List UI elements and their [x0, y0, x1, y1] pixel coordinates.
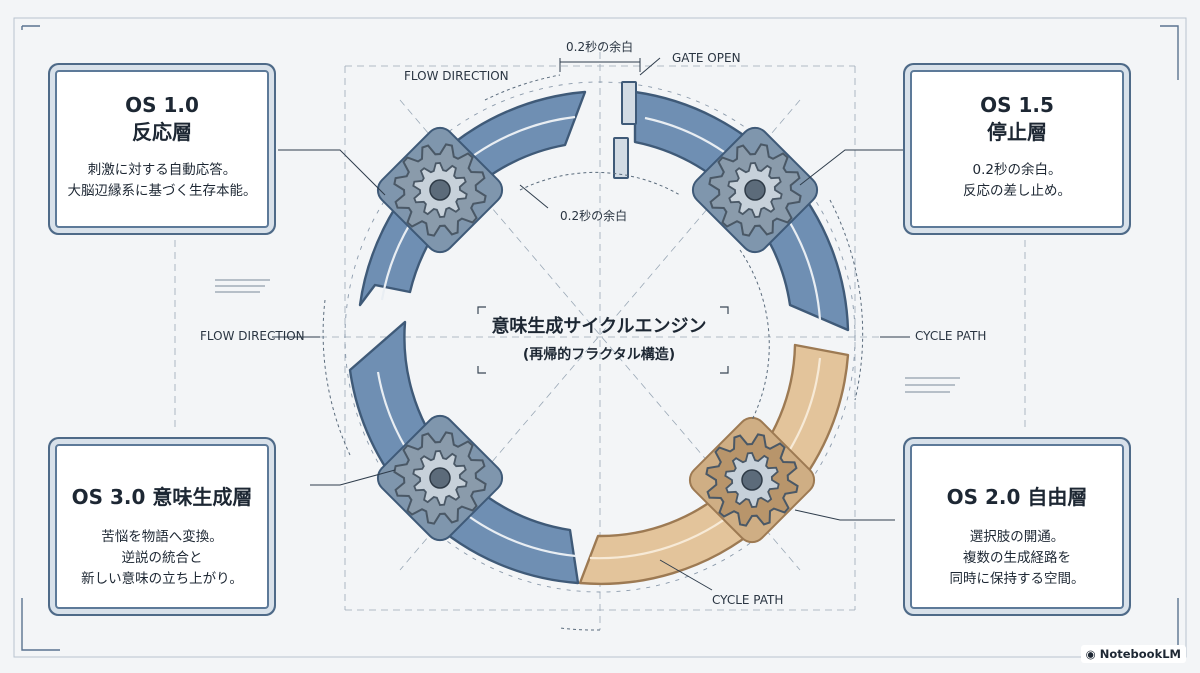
gears [376, 126, 819, 544]
panel-os20-desc: 選択肢の開通。 複数の生成経路を 同時に保持する空間。 [912, 527, 1122, 590]
panel-os10-subtitle: 反応層 [132, 120, 192, 144]
notebooklm-logo: ◉ NotebookLM [1080, 645, 1186, 663]
label-flow-left: FLOW DIRECTION [200, 329, 305, 343]
center-box-frame [477, 306, 729, 374]
panel-os15-desc: 0.2秒の余白。 反応の差し止め。 [912, 160, 1122, 202]
label-flow-top: FLOW DIRECTION [404, 69, 509, 83]
center-title-box: 意味生成サイクルエンジン (再帰的フラクタル構造) [472, 303, 726, 375]
gear-os15-icon [691, 126, 819, 254]
panel-os10-desc: 刺激に対する自動応答。 大脳辺縁系に基づく生存本能。 [57, 160, 267, 202]
panel-os30-title: OS 3.0 意味生成層 [71, 485, 253, 509]
label-gap-top: 0.2秒の余白 [566, 40, 634, 54]
label-cycle-right: CYCLE PATH [915, 329, 987, 343]
guide-circle [344, 81, 856, 593]
notebooklm-icon: ◉ [1085, 647, 1096, 661]
panel-os15-title: OS 1.5 [980, 93, 1054, 117]
panel-os10-desc-line: 刺激に対する自動応答。 [87, 162, 237, 178]
panel-os20: OS 2.0 自由層 選択肢の開通。 複数の生成経路を 同時に保持する空間。 [910, 444, 1124, 609]
hatch-marks [215, 279, 960, 393]
panel-os20-desc-line: 同時に保持する空間。 [949, 571, 1085, 587]
leader-lines [272, 57, 920, 591]
label-cycle-bottom: CYCLE PATH [712, 593, 784, 607]
segment-os30 [348, 320, 580, 585]
panel-os30: OS 3.0 意味生成層 苦悩を物語へ変換。 逆説の統合と 新しい意味の立ち上が… [55, 444, 269, 609]
panel-os20-desc-line: 選択肢の開通。 [969, 529, 1065, 545]
panel-os10-title: OS 1.0 [125, 93, 199, 117]
center-title: 意味生成サイクルエンジン [491, 316, 707, 337]
flow-arrows [322, 74, 864, 631]
center-subtitle: (再帰的フラクタル構造) [522, 347, 676, 363]
panel-os15-subtitle: 停止層 [987, 120, 1047, 144]
panel-os20-title: OS 2.0 自由層 [946, 485, 1088, 509]
brand-label: NotebookLM [1099, 647, 1181, 661]
panel-os10-desc-line: 大脳辺縁系に基づく生存本能。 [67, 183, 257, 199]
panel-os30-desc: 苦悩を物語へ変換。 逆説の統合と 新しい意味の立ち上がり。 [57, 527, 267, 590]
panel-os30-desc-line: 逆説の統合と [121, 550, 203, 566]
panel-os30-desc-line: 新しい意味の立ち上がり。 [81, 571, 243, 587]
panel-os30-desc-line: 苦悩を物語へ変換。 [101, 529, 223, 545]
label-gate-open: GATE OPEN [672, 51, 741, 65]
panel-os10: OS 1.0 反応層 刺激に対する自動応答。 大脳辺縁系に基づく生存本能。 [55, 70, 269, 228]
label-gap-inner: 0.2秒の余白 [560, 209, 628, 223]
panel-os15: OS 1.5 停止層 0.2秒の余白。 反応の差し止め。 [910, 70, 1124, 228]
panel-os15-desc-line: 反応の差し止め。 [963, 183, 1071, 199]
panel-os15-desc-line: 0.2秒の余白。 [972, 162, 1062, 178]
gear-os30-icon [376, 414, 504, 542]
gear-os10-icon [376, 126, 504, 254]
gear-os20-icon [688, 416, 816, 544]
gate-piece [613, 81, 637, 179]
panel-os20-desc-line: 複数の生成経路を [963, 550, 1071, 566]
